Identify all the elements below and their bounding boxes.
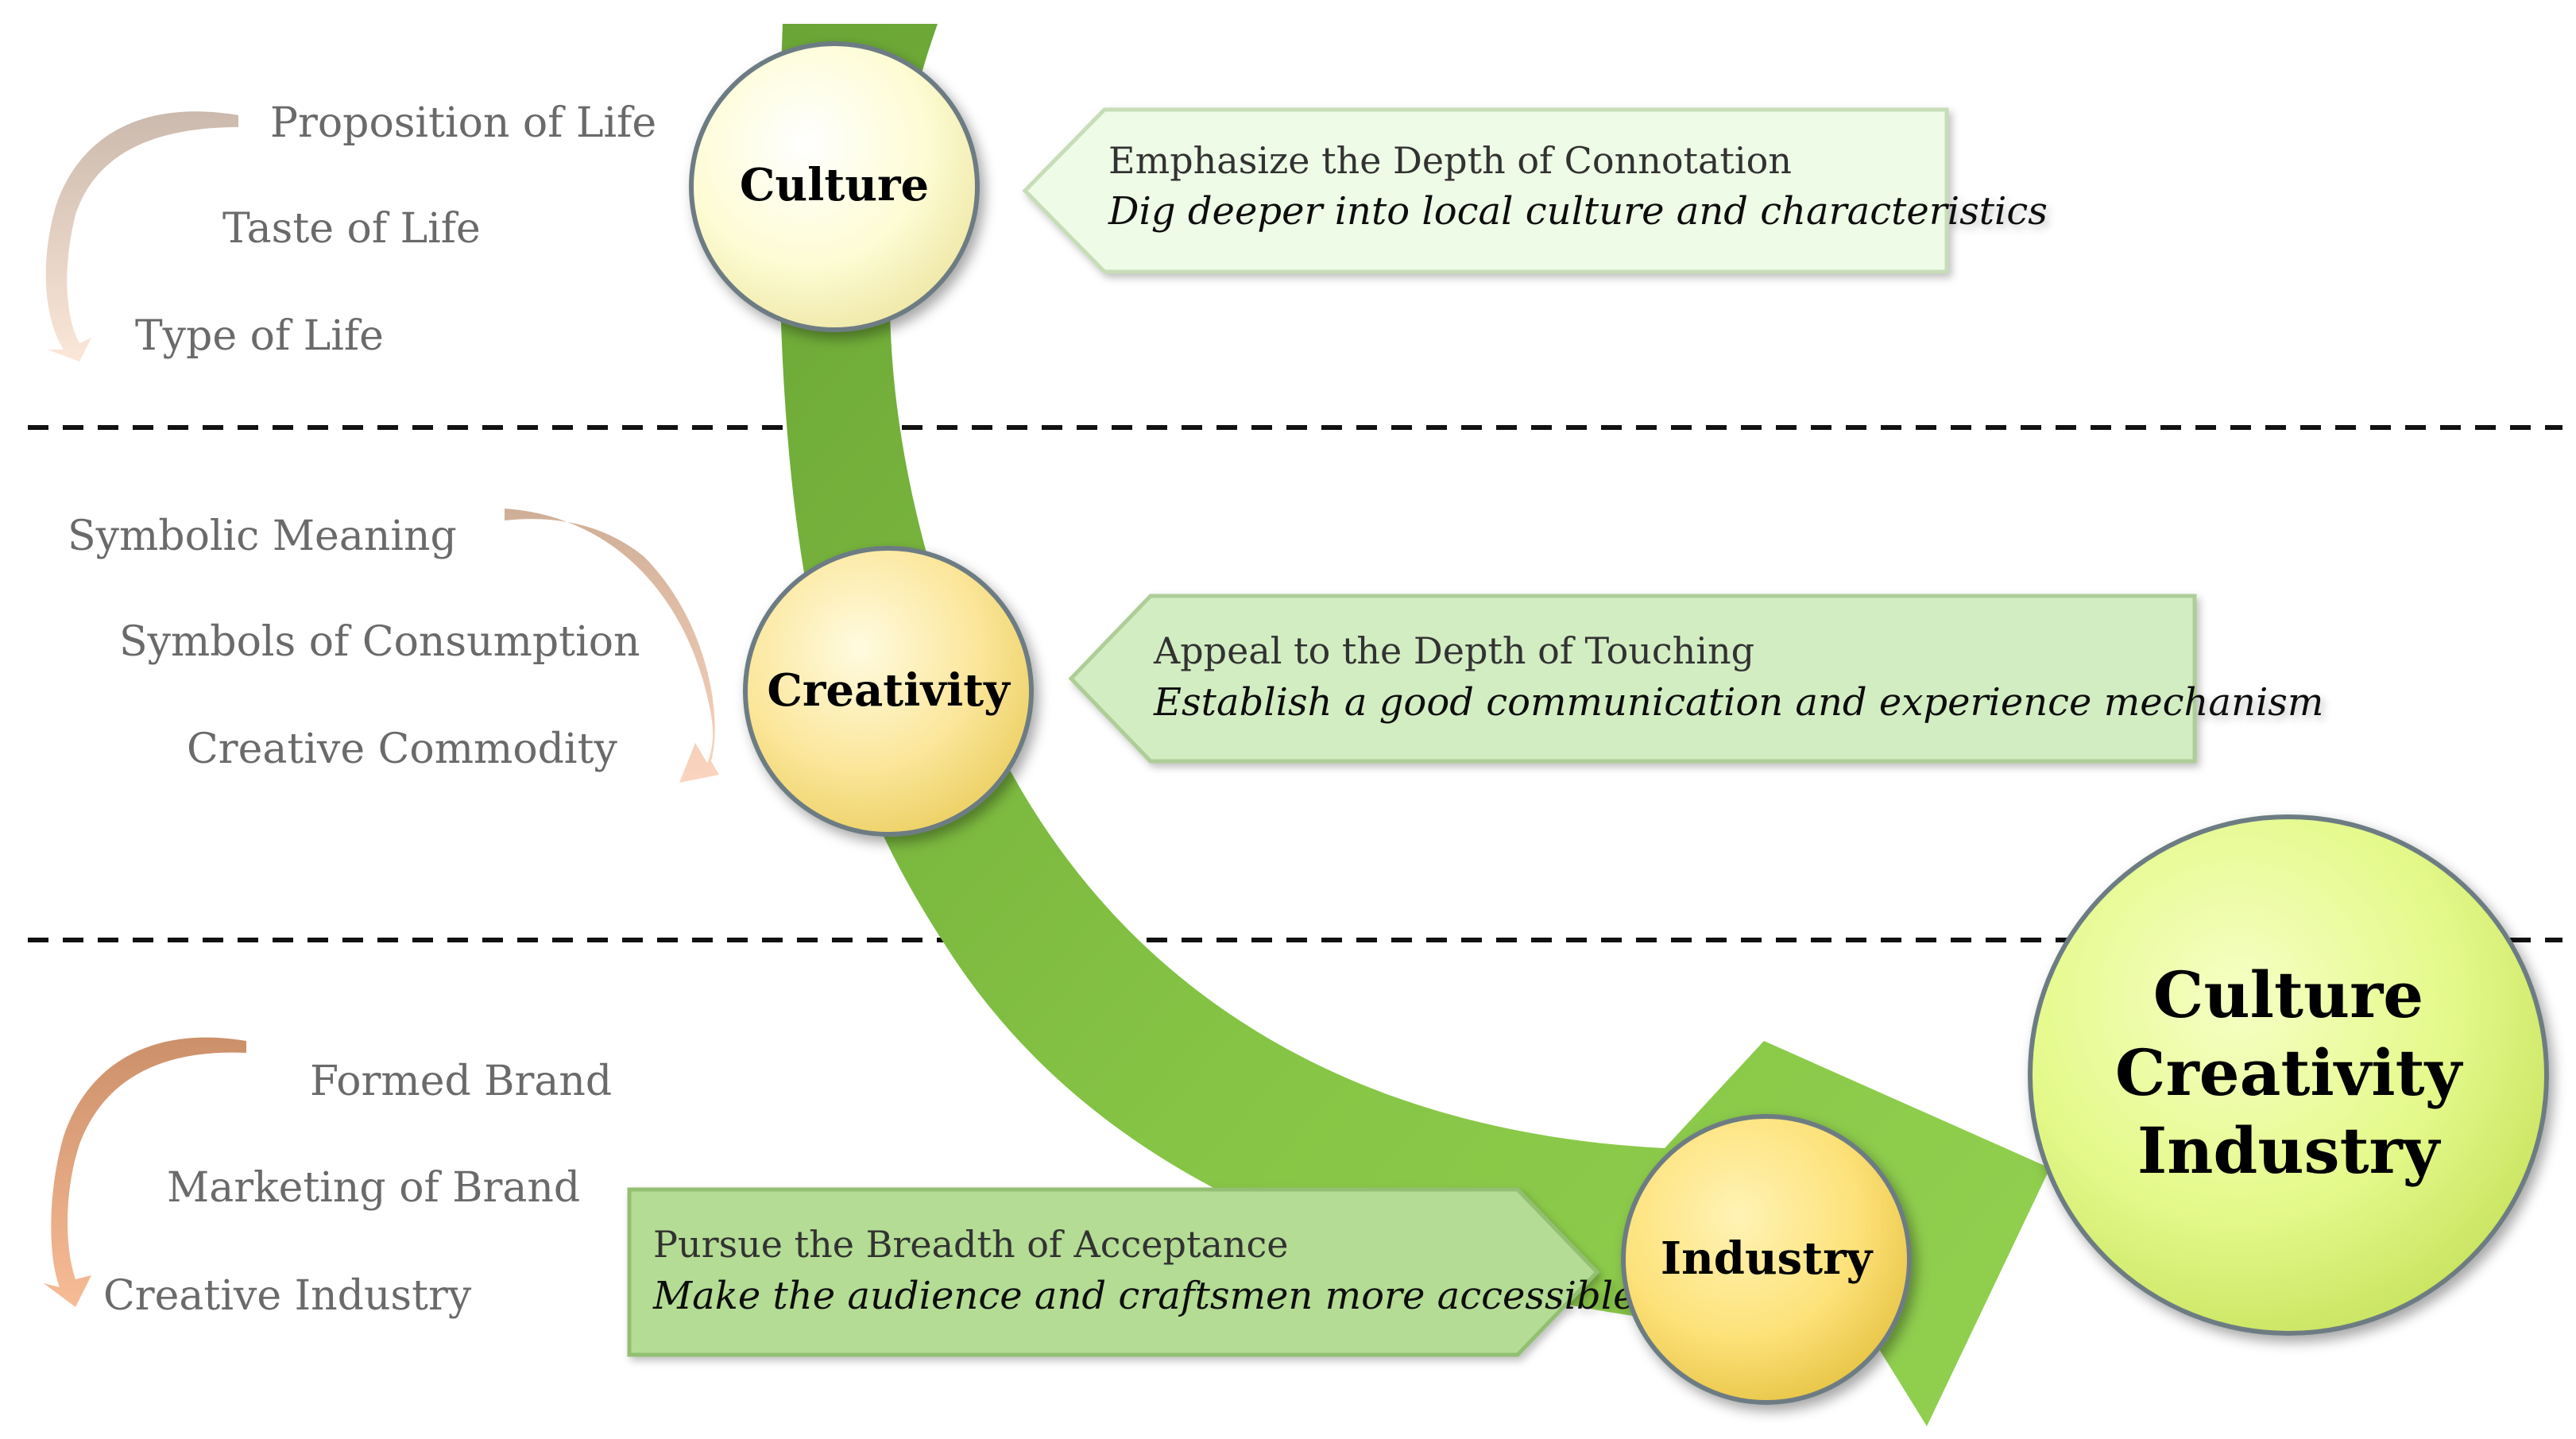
node-culture: Culture [689,41,980,332]
node-creativity: Creativity [743,546,1034,837]
side-label: Type of Life [135,312,384,360]
result-line: Creativity [2115,1035,2464,1110]
callout-title: Pursue the Breadth of Acceptance [653,1223,1289,1266]
result-line: Culture [2153,957,2423,1032]
node-result: Culture Creativity Industry [2028,814,2549,1336]
node-label: Culture [740,159,929,211]
node-label: Industry [1661,1232,1874,1285]
side-label: Symbols of Consumption [119,618,640,666]
callout-culture: Emphasize the Depth of Connotation Dig d… [1022,107,2048,274]
callout-industry: Pursue the Breadth of Acceptance Make th… [627,1187,1636,1357]
callout-detail: Make the audience and craftsmen more acc… [652,1274,1636,1318]
node-industry: Industry [1621,1114,1912,1405]
callout-detail: Dig deeper into local culture and charac… [1108,189,2048,234]
callout-title: Emphasize the Depth of Connotation [1108,139,1792,182]
curl-arrow-culture [45,111,238,362]
node-label: Creativity [767,664,1011,717]
side-label: Taste of Life [222,205,481,253]
curl-arrow-industry [44,1037,246,1307]
result-line: Industry [2137,1113,2442,1188]
side-labels-creativity: Symbolic Meaning Symbols of Consumption … [68,513,640,773]
side-label: Marketing of Brand [167,1164,580,1212]
main-flow-arrow [779,24,2050,1426]
side-label: Creative Industry [103,1272,472,1320]
side-labels-culture: Proposition of Life Taste of Life Type o… [135,99,656,360]
side-label: Symbolic Meaning [68,513,457,560]
side-label: Proposition of Life [270,99,656,147]
callout-title: Appeal to the Depth of Touching [1153,629,1754,672]
side-label: Formed Brand [310,1058,612,1105]
callout-detail: Establish a good communication and exper… [1153,680,2323,725]
callout-creativity: Appeal to the Depth of Touching Establis… [1068,594,2323,764]
side-labels-industry: Formed Brand Marketing of Brand Creative… [103,1058,612,1320]
curl-arrow-creativity [505,509,719,783]
side-label: Creative Commodity [187,725,617,773]
